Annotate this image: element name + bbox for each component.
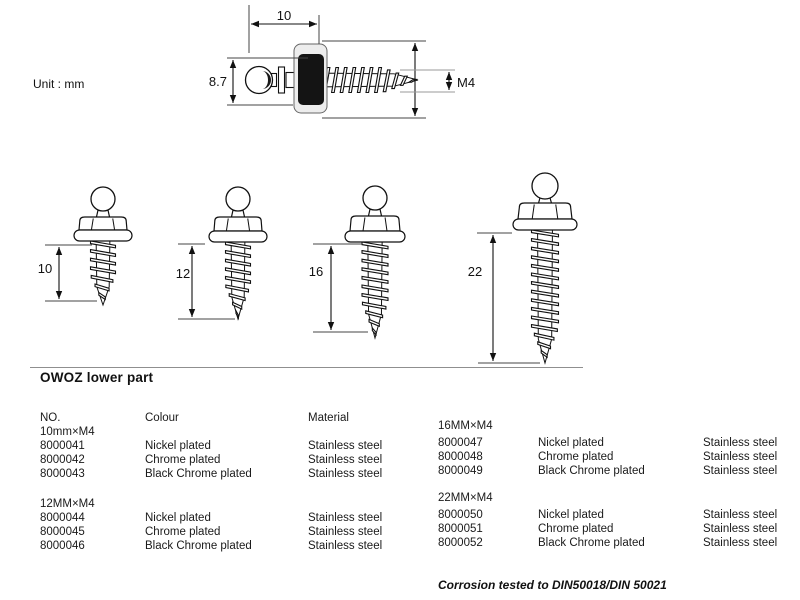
part-number-cell: 8000046 — [40, 540, 85, 552]
screw-drawing — [512, 172, 578, 365]
part-number-cell: 8000041 — [40, 440, 85, 452]
size-group-22mm: 22MM×M4 8000050 Nickel plated Stainless … — [438, 491, 790, 550]
col-header-no: NO. — [40, 412, 61, 424]
table-row: 8000052 Black Chrome plated Stainless st… — [438, 536, 790, 550]
top-screw-side-drawing — [244, 43, 419, 114]
part-number-cell: 8000042 — [40, 454, 85, 466]
section-divider — [30, 367, 583, 368]
colour-cell: Chrome plated — [538, 451, 614, 463]
corrosion-footnote: Corrosion tested to DIN50018/DIN 50021 — [438, 578, 667, 592]
screw-drawing — [208, 186, 268, 321]
head-height-dim-label: 8.7 — [209, 74, 227, 89]
col-header-material: Material — [308, 412, 349, 424]
length-dim-label-12: 12 — [176, 266, 190, 281]
size-heading: 10mm×M4 — [40, 426, 95, 438]
colour-cell: Nickel plated — [538, 437, 604, 449]
size-group-10mm: 10mm×M4 8000041 Nickel plated Stainless … — [40, 425, 400, 481]
size-heading: 16MM×M4 — [438, 420, 493, 432]
colour-cell: Chrome plated — [145, 526, 221, 538]
material-cell: Stainless steel — [703, 537, 778, 549]
length-dim-label-22: 22 — [468, 264, 482, 279]
table-row: 8000051 Chrome plated Stainless steel — [438, 522, 790, 536]
colour-cell: Black Chrome plated — [145, 468, 252, 480]
colour-cell: Nickel plated — [538, 509, 604, 521]
size-group-12mm: 12MM×M4 8000044 Nickel plated Stainless … — [40, 497, 400, 553]
colour-cell: Chrome plated — [538, 523, 614, 535]
part-number-cell: 8000043 — [40, 468, 85, 480]
colour-cell: Black Chrome plated — [538, 465, 645, 477]
size-group-16mm: 16MM×M4 8000047 Nickel plated Stainless … — [438, 419, 790, 478]
table-row: 8000041 Nickel plated Stainless steel — [40, 439, 400, 453]
material-cell: Stainless steel — [308, 440, 383, 452]
table-row: 8000050 Nickel plated Stainless steel — [438, 508, 790, 522]
top-width-dim-label: 10 — [277, 8, 291, 23]
part-number-cell: 8000051 — [438, 523, 483, 535]
table-row: 8000049 Black Chrome plated Stainless st… — [438, 464, 790, 478]
thread-size-dim-label: M4 — [457, 75, 475, 90]
colour-cell: Black Chrome plated — [538, 537, 645, 549]
colour-cell: Nickel plated — [145, 440, 211, 452]
table-row: 8000045 Chrome plated Stainless steel — [40, 525, 400, 539]
dimension-lines — [45, 5, 540, 364]
parts-table-right: 16MM×M4 8000047 Nickel plated Stainless … — [438, 419, 790, 550]
colour-cell: Chrome plated — [145, 454, 221, 466]
length-dim-label-10: 10 — [38, 261, 52, 276]
material-cell: Stainless steel — [703, 451, 778, 463]
table-row: 8000047 Nickel plated Stainless steel — [438, 436, 790, 450]
part-number-cell: 8000048 — [438, 451, 483, 463]
part-number-cell: 8000047 — [438, 437, 483, 449]
material-cell: Stainless steel — [703, 465, 778, 477]
unit-label: Unit : mm — [33, 77, 85, 91]
material-cell: Stainless steel — [308, 454, 383, 466]
screw-drawing — [73, 186, 133, 307]
material-cell: Stainless steel — [703, 523, 778, 535]
screw-drawing — [344, 185, 406, 340]
section-title: OWOZ lower part — [40, 370, 154, 385]
material-cell: Stainless steel — [308, 526, 383, 538]
length-dim-label-16: 16 — [309, 264, 323, 279]
material-cell: Stainless steel — [703, 437, 778, 449]
part-number-cell: 8000052 — [438, 537, 483, 549]
material-cell: Stainless steel — [703, 509, 778, 521]
material-cell: Stainless steel — [308, 468, 383, 480]
part-number-cell: 8000045 — [40, 526, 85, 538]
screw-size-drawings — [73, 172, 578, 365]
size-heading: 22MM×M4 — [438, 492, 493, 504]
material-cell: Stainless steel — [308, 540, 383, 552]
part-number-cell: 8000050 — [438, 509, 483, 521]
col-header-colour: Colour — [145, 412, 179, 424]
table-row: 8000043 Black Chrome plated Stainless st… — [40, 467, 400, 481]
table-header-row: NO. Colour Material — [40, 411, 400, 425]
table-row: 8000042 Chrome plated Stainless steel — [40, 453, 400, 467]
table-row: 8000044 Nickel plated Stainless steel — [40, 511, 400, 525]
colour-cell: Black Chrome plated — [145, 540, 252, 552]
part-number-cell: 8000044 — [40, 512, 85, 524]
parts-table-left: NO. Colour Material 10mm×M4 8000041 Nick… — [40, 411, 400, 553]
table-row: 8000046 Black Chrome plated Stainless st… — [40, 539, 400, 553]
colour-cell: Nickel plated — [145, 512, 211, 524]
size-heading: 12MM×M4 — [40, 498, 95, 510]
material-cell: Stainless steel — [308, 512, 383, 524]
table-row: 8000048 Chrome plated Stainless steel — [438, 450, 790, 464]
part-number-cell: 8000049 — [438, 465, 483, 477]
